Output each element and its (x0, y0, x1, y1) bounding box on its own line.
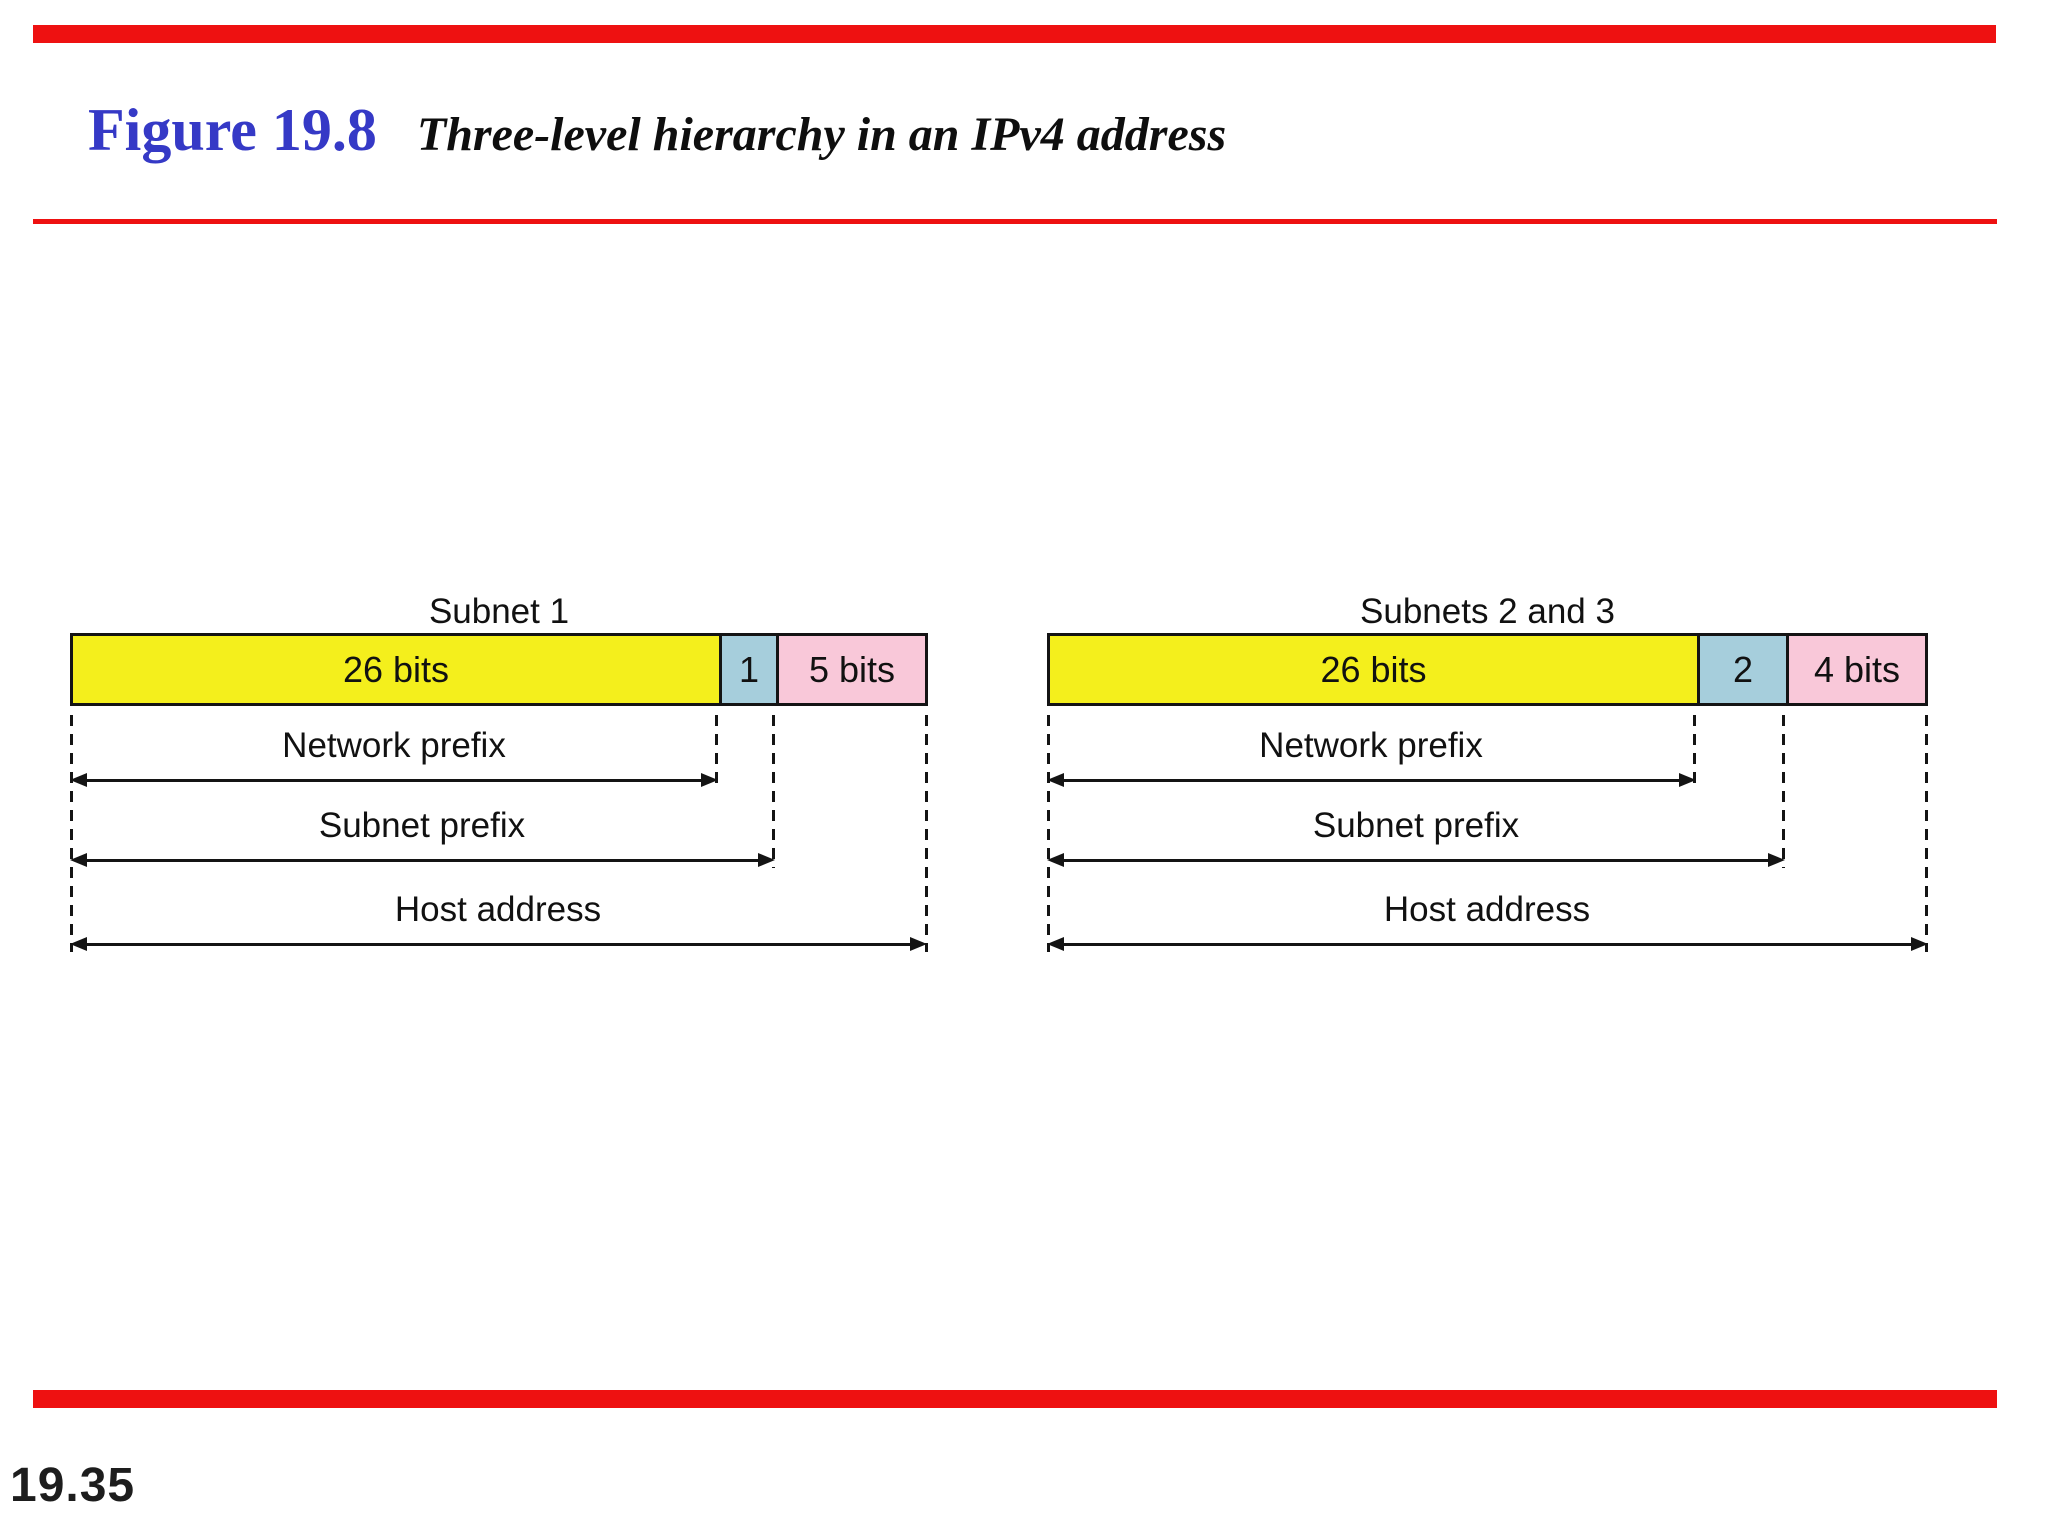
figure-title-text: Three-level hierarchy in an IPv4 address (416, 108, 1227, 161)
diagram-heading: Subnets 2 and 3 (1360, 592, 1615, 631)
title-underline-rule (33, 219, 1997, 224)
dashed-guide-right-edge (925, 715, 928, 952)
host-bits-label: 4 bits (1813, 648, 1901, 690)
bottom-red-rule (33, 1390, 1997, 1408)
arrow-line (84, 778, 704, 782)
page-number: 19.35 (10, 1459, 136, 1512)
network-bits-label: 26 bits (342, 648, 450, 690)
network-bits-cell: 26 bits (1050, 636, 1697, 703)
arrowhead-left-icon (1047, 937, 1064, 951)
host-bits-cell: 5 bits (776, 636, 925, 703)
arrowhead-left-icon (1047, 773, 1064, 787)
slide-title-row: Figure 19.8 Three-level hierarchy in an … (88, 96, 1226, 165)
arrow-line (1061, 778, 1682, 782)
arrowhead-left-icon (70, 853, 87, 867)
dashed-guide-network-end (715, 715, 718, 788)
dashed-guide-left-edge (1047, 715, 1050, 952)
top-red-rule (33, 25, 1996, 43)
arrow-line (84, 858, 761, 862)
dashed-guide-subnet-end (772, 715, 775, 868)
host-bits-label: 5 bits (808, 648, 896, 690)
address-bar: 26 bits 1 5 bits (70, 633, 928, 706)
figure-number-label: Figure 19.8 (88, 97, 377, 163)
arrowhead-right-icon (910, 937, 927, 951)
arrowhead-right-icon (758, 853, 775, 867)
subnet-bits-cell: 2 (1697, 636, 1786, 703)
host-bits-cell: 4 bits (1786, 636, 1925, 703)
dashed-guide-right-edge (1925, 715, 1928, 952)
network-prefix-label: Network prefix (282, 726, 506, 765)
arrowhead-right-icon (1911, 937, 1928, 951)
dashed-guide-network-end (1693, 715, 1696, 788)
address-bar: 26 bits 2 4 bits (1047, 633, 1928, 706)
subnet-prefix-label: Subnet prefix (318, 806, 526, 845)
network-prefix-label: Network prefix (1259, 726, 1483, 765)
arrowhead-left-icon (1047, 853, 1064, 867)
dashed-guide-subnet-end (1782, 715, 1785, 868)
subnet-bits-label: 1 (738, 648, 760, 690)
diagram-heading: Subnet 1 (428, 592, 570, 631)
arrowhead-right-icon (1768, 853, 1785, 867)
arrow-line (84, 942, 913, 946)
arrow-line (1061, 942, 1914, 946)
host-address-label: Host address (1383, 890, 1591, 929)
subnet-bits-label: 2 (1732, 648, 1754, 690)
dashed-guide-left-edge (70, 715, 73, 952)
subnet-bits-cell: 1 (719, 636, 776, 703)
arrowhead-right-icon (1679, 773, 1696, 787)
host-address-label: Host address (394, 890, 602, 929)
network-bits-cell: 26 bits (73, 636, 719, 703)
network-bits-label: 26 bits (1320, 648, 1427, 690)
subnet-prefix-label: Subnet prefix (1312, 806, 1520, 845)
arrowhead-left-icon (70, 773, 87, 787)
arrowhead-left-icon (70, 937, 87, 951)
arrowhead-right-icon (701, 773, 718, 787)
arrow-line (1061, 858, 1771, 862)
